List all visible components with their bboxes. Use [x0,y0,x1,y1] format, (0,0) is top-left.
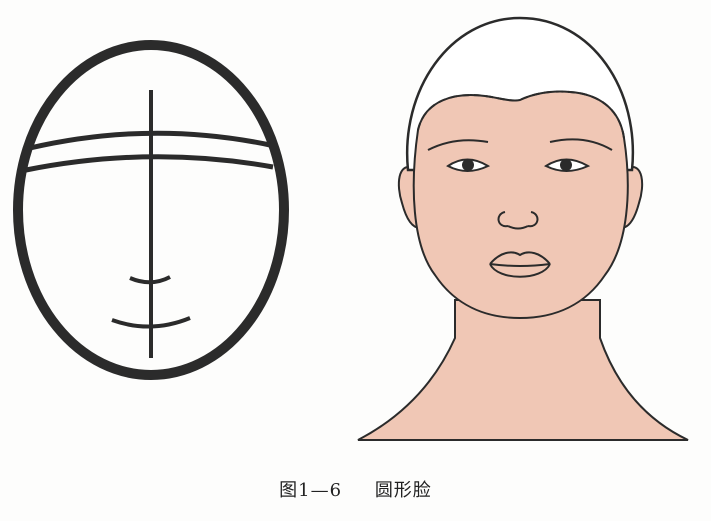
figure-number: 图1—6 [279,480,342,501]
neck-shoulders [358,300,688,440]
face-shape-schematic [18,45,284,375]
figure-caption: 图1—6 圆形脸 [0,476,711,502]
round-face-illustration [358,18,688,440]
figure-title: 圆形脸 [375,480,432,501]
face [414,92,628,318]
